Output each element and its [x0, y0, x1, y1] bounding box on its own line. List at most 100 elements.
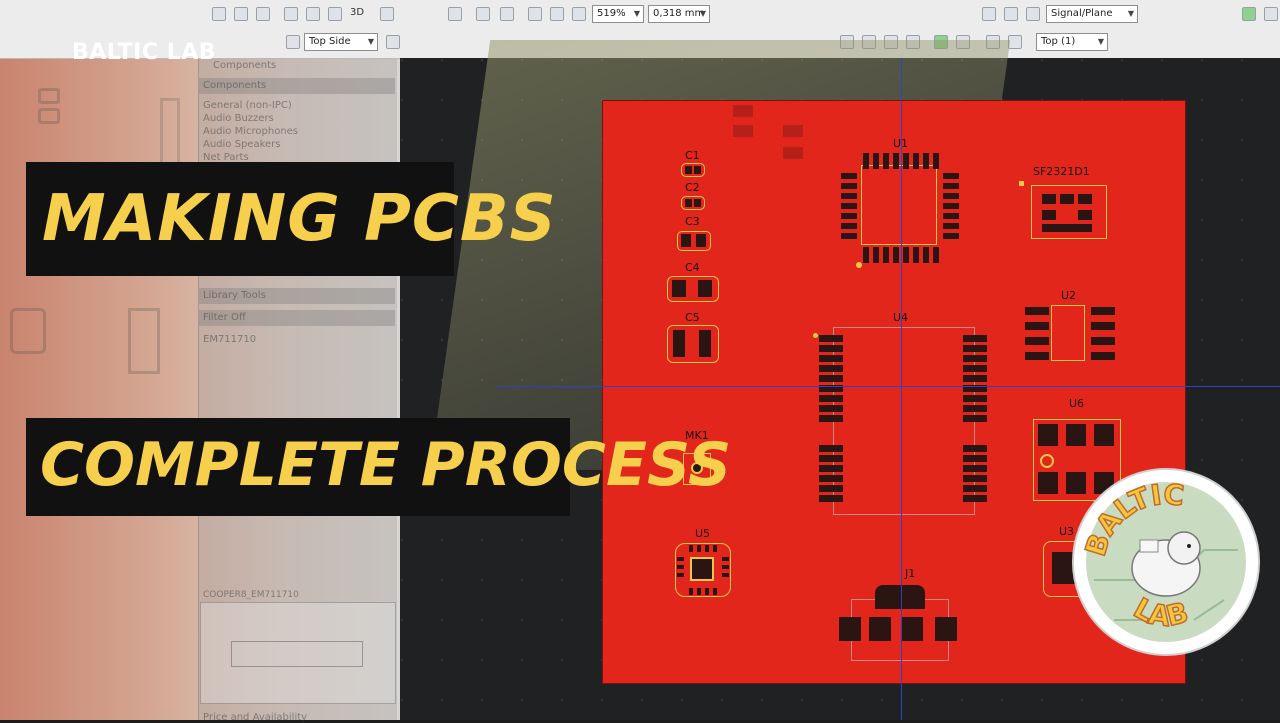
faded-footprint [38, 108, 60, 124]
layer-color-icon[interactable] [286, 35, 300, 49]
view-icon[interactable] [328, 7, 342, 21]
brand-label: BALTIC LAB [72, 40, 216, 65]
u6-label: U6 [1069, 397, 1085, 410]
preview-label: COOPER8_EM711710 [203, 590, 299, 600]
filter-label[interactable]: Filter Off [203, 312, 246, 323]
footprint-preview [200, 602, 396, 704]
faded-pad [783, 125, 803, 137]
net-type-value: Signal/Plane [1051, 8, 1113, 19]
c4-label: C4 [685, 261, 700, 274]
u2-body[interactable] [1051, 305, 1085, 361]
faded-pad [783, 147, 803, 159]
crosshair-horizontal [496, 386, 1280, 387]
zoom-value: 519% [597, 8, 626, 19]
c4-footprint[interactable] [667, 276, 719, 302]
u1-pins [841, 153, 959, 268]
title-line-1: MAKING PCBS [42, 182, 557, 256]
library-bar [199, 288, 395, 304]
side-value: Top Side [309, 36, 351, 47]
sf-pin1-marker [1019, 181, 1024, 186]
undo-icon[interactable] [476, 7, 490, 21]
u3-label: U3 [1059, 525, 1075, 538]
mk1-pin1-marker [675, 445, 679, 449]
binoculars-icon[interactable] [386, 35, 400, 49]
layer-view-select[interactable]: Top (1) ▼ [1036, 33, 1108, 51]
chevron-down-icon: ▼ [1097, 37, 1104, 46]
zoom-in-icon[interactable] [528, 7, 542, 21]
redo-icon[interactable] [500, 7, 514, 21]
library-item[interactable]: General (non-IPC) [203, 100, 292, 111]
mk1-footprint[interactable] [683, 453, 711, 485]
crosshair-vertical [901, 58, 902, 720]
drc-icon[interactable] [1242, 7, 1256, 21]
library-bar [199, 310, 395, 326]
c3-footprint[interactable] [677, 231, 711, 251]
layer-view-value: Top (1) [1041, 36, 1076, 47]
u5-pins [677, 545, 729, 595]
price-availability-label[interactable]: Price and Availability [203, 712, 308, 723]
zoom-out-icon[interactable] [550, 7, 564, 21]
side-select[interactable]: Top Side▼ [304, 33, 378, 51]
settings-icon[interactable] [1264, 7, 1278, 21]
c2-footprint[interactable] [681, 196, 705, 210]
report-icon[interactable] [1008, 35, 1022, 49]
open-icon[interactable] [234, 7, 248, 21]
text-icon[interactable] [1004, 7, 1018, 21]
net-type-select[interactable]: Signal/Plane ▼ [1046, 5, 1138, 23]
title-box-2: COMPLETE PROCESS [26, 418, 731, 516]
c5-label: C5 [685, 311, 700, 324]
title-box-1: MAKING PCBS [26, 162, 556, 276]
library-item[interactable]: Audio Speakers [203, 139, 281, 150]
library-item[interactable]: Audio Buzzers [203, 113, 274, 124]
faded-footprint [128, 308, 160, 374]
library-tools-label[interactable]: Library Tools [203, 290, 266, 301]
u2-pins [1025, 307, 1115, 360]
pcb-toolbar: 3D 519%▼ 0,318 mm▼ Signal/Plane▼ Top Sid… [0, 0, 1280, 59]
logo-graphic: BALTIC LAB [1078, 477, 1246, 642]
sf-footprint[interactable] [1031, 185, 1107, 239]
baltic-lab-logo: BALTIC LAB [1072, 468, 1260, 656]
layer-icon[interactable] [1026, 7, 1040, 21]
u5-footprint[interactable] [675, 543, 731, 597]
library-header: Components [213, 60, 277, 71]
grid-select[interactable]: 0,318 mm▼ [648, 5, 710, 23]
u4-pin1-marker [813, 333, 818, 338]
faded-footprint [38, 88, 60, 104]
u5-label: U5 [695, 527, 711, 540]
faded-footprint [10, 308, 46, 354]
zoom-fit-icon[interactable] [380, 7, 394, 21]
u4-pins [819, 335, 987, 502]
3d-view-button[interactable]: 3D [350, 7, 365, 18]
new-icon[interactable] [212, 7, 226, 21]
c1-footprint[interactable] [681, 163, 705, 177]
save-icon[interactable] [256, 7, 270, 21]
print-icon[interactable] [284, 7, 298, 21]
mk1-label: MK1 [685, 429, 709, 442]
c2-label: C2 [685, 181, 700, 194]
zoom-window-icon[interactable] [572, 7, 586, 21]
preview-outline [231, 641, 363, 667]
sf-label: SF2321D1 [1033, 165, 1090, 178]
chevron-down-icon: ▼ [633, 9, 640, 18]
selected-part[interactable]: EM711710 [203, 334, 257, 345]
title-line-2: COMPLETE PROCESS [40, 430, 732, 500]
c3-label: C3 [685, 215, 700, 228]
chevron-down-icon: ▼ [1127, 9, 1134, 18]
library-item[interactable]: Net Parts [203, 152, 249, 163]
library-category[interactable]: Components [203, 80, 267, 91]
preview-icon[interactable] [306, 7, 320, 21]
u4-label: U4 [893, 311, 908, 324]
faded-pad [733, 105, 753, 117]
u2-label: U2 [1061, 289, 1077, 302]
j1-label: J1 [905, 567, 916, 580]
library-item[interactable]: Audio Microphones [203, 126, 299, 137]
zoom-select[interactable]: 519% ▼ [592, 5, 644, 23]
library-bar [199, 78, 395, 94]
net-icon[interactable] [982, 7, 996, 21]
cut-icon[interactable] [448, 7, 462, 21]
c1-label: C1 [685, 149, 700, 162]
j1-pads [839, 617, 959, 641]
grid-value: 0,318 mm [653, 8, 705, 19]
toolbar-row-1: 3D 519% ▼ 0,318 mm▼ Signal/Plane ▼ [0, 4, 1280, 32]
c5-footprint[interactable] [667, 325, 719, 363]
